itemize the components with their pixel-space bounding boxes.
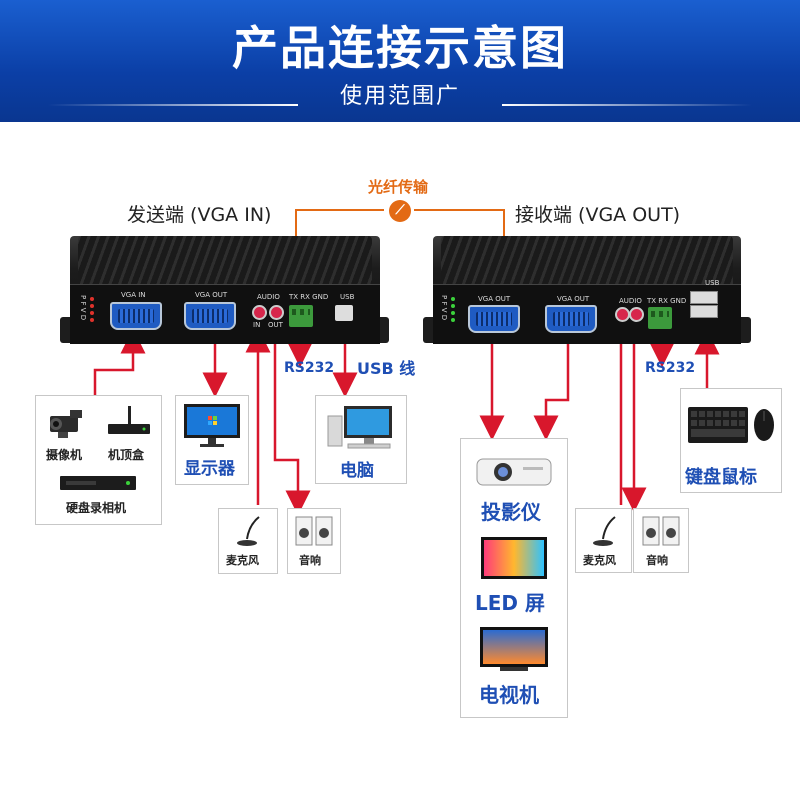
audio-out-label: OUT bbox=[268, 321, 283, 329]
dvr-icon bbox=[60, 476, 136, 490]
subtitle-divider-left bbox=[48, 104, 298, 106]
heatsink-fins bbox=[78, 236, 372, 284]
audio-out-jack bbox=[629, 307, 644, 322]
display-devices-card: 投影仪 LED 屏 电视机 bbox=[460, 438, 568, 718]
audio-in-jack bbox=[252, 305, 267, 320]
sender-device: P F V D VGA IN VGA OUT AUDIO IN OUT TX R… bbox=[70, 236, 380, 344]
rs232-terminal bbox=[648, 307, 672, 329]
led-v bbox=[90, 311, 94, 315]
status-leds-label: P F V D bbox=[79, 295, 87, 321]
keyboard-mouse-label: 键盘鼠标 bbox=[685, 467, 757, 488]
computer-card: 电脑 bbox=[315, 395, 407, 484]
audio-port-label: AUDIO bbox=[257, 293, 280, 301]
mic-label: 麦克风 bbox=[226, 554, 259, 567]
computer-icon bbox=[327, 406, 392, 449]
fiber-link bbox=[295, 209, 384, 236]
usb-a-port-2 bbox=[690, 305, 718, 318]
vga-in-arrow bbox=[93, 328, 146, 395]
vga-out-1-port bbox=[468, 305, 520, 333]
status-leds-label: P F V D bbox=[440, 295, 448, 321]
heatsink-fins bbox=[441, 236, 733, 284]
audio-port-label: AUDIO bbox=[619, 297, 642, 305]
vga-in-port-label: VGA IN bbox=[121, 291, 146, 299]
led-d bbox=[90, 318, 94, 322]
vga-out-1-port-label: VGA OUT bbox=[478, 295, 511, 303]
usb-port-label: USB bbox=[705, 279, 720, 287]
audio-in-jack bbox=[615, 307, 630, 322]
rs232-pins-label: TX RX GND bbox=[289, 293, 329, 301]
rx-speaker-card: 音响 bbox=[633, 508, 689, 573]
tv-icon bbox=[480, 627, 548, 671]
led-p bbox=[90, 297, 94, 301]
led-v bbox=[451, 311, 455, 315]
projector-icon bbox=[476, 458, 552, 486]
dvr-label: 硬盘录相机 bbox=[66, 501, 127, 515]
vga-out-2-port-label: VGA OUT bbox=[557, 295, 590, 303]
speaker-card: 音响 bbox=[287, 508, 341, 574]
vga-out-2-port bbox=[545, 305, 597, 333]
rs232-terminal bbox=[289, 305, 313, 327]
monitor-card: 显示器 bbox=[175, 395, 249, 485]
keyboard-mouse-card: 键盘鼠标 bbox=[680, 388, 782, 493]
rx-mic-card: 麦克风 bbox=[575, 508, 632, 573]
speaker-label: 音响 bbox=[299, 554, 321, 567]
speaker-icon bbox=[642, 516, 680, 546]
receiver-device: P F V D VGA OUT VGA OUT AUDIO TX RX GND … bbox=[433, 236, 741, 344]
rs232-label: RS232 bbox=[284, 360, 335, 376]
led-f bbox=[90, 304, 94, 308]
subtitle-divider-right bbox=[502, 104, 752, 106]
led-f bbox=[451, 304, 455, 308]
sender-front-panel: P F V D VGA IN VGA OUT AUDIO IN OUT TX R… bbox=[70, 284, 380, 344]
keyboard-mouse-icon bbox=[688, 407, 774, 443]
rx-vga2-arrow bbox=[533, 330, 570, 441]
source-devices-card: 摄像机 机顶盒 硬盘录相机 bbox=[35, 395, 162, 525]
rx-rs232-label: RS232 bbox=[645, 360, 696, 376]
tv-label: 电视机 bbox=[479, 683, 539, 707]
receiver-label: 接收端 (VGA OUT) bbox=[515, 204, 681, 226]
usb-port-label: USB bbox=[340, 293, 355, 301]
usb-a-port-1 bbox=[690, 291, 718, 304]
led-p bbox=[451, 297, 455, 301]
speaker-out-arrow bbox=[273, 330, 311, 516]
led-d bbox=[451, 318, 455, 322]
set-top-box-icon bbox=[108, 406, 150, 434]
set-top-box-label: 机顶盒 bbox=[108, 448, 145, 462]
monitor-icon bbox=[184, 404, 240, 447]
audio-in-label: IN bbox=[253, 321, 261, 329]
fiber-link bbox=[414, 209, 505, 236]
mic-card: 麦克风 bbox=[218, 508, 278, 574]
microphone-icon bbox=[593, 516, 616, 546]
monitor-label: 显示器 bbox=[184, 459, 235, 479]
receiver-front-panel: P F V D VGA OUT VGA OUT AUDIO TX RX GND … bbox=[433, 279, 741, 344]
microphone-icon bbox=[237, 516, 260, 546]
audio-out-jack bbox=[269, 305, 284, 320]
computer-label: 电脑 bbox=[340, 461, 374, 481]
rx-speaker-label: 音响 bbox=[646, 554, 668, 567]
header-banner: 产品连接示意图 使用范围广 bbox=[0, 0, 800, 122]
usb-b-port bbox=[335, 305, 353, 321]
fiber-label: 光纤传输 bbox=[368, 178, 429, 196]
camera-label: 摄像机 bbox=[46, 448, 83, 462]
rs232-pins-label: TX RX GND bbox=[647, 297, 687, 305]
projector-label: 投影仪 bbox=[481, 500, 541, 524]
page-subtitle: 使用范围广 bbox=[339, 84, 460, 109]
usb-cable-label: USB 线 bbox=[357, 359, 416, 378]
sender-label: 发送端 (VGA IN) bbox=[127, 204, 272, 226]
led-screen-label: LED 屏 bbox=[475, 591, 545, 615]
speaker-icon bbox=[295, 516, 333, 546]
page-title: 产品连接示意图 bbox=[232, 21, 568, 75]
rx-mic-label: 麦克风 bbox=[583, 554, 616, 567]
fiber-link-icon: ⟋ bbox=[389, 200, 411, 222]
led-screen-icon bbox=[481, 537, 547, 579]
vga-out-port-label: VGA OUT bbox=[195, 291, 228, 299]
vga-in-port bbox=[110, 302, 162, 330]
camera-icon bbox=[50, 410, 82, 438]
vga-out-port bbox=[184, 302, 236, 330]
